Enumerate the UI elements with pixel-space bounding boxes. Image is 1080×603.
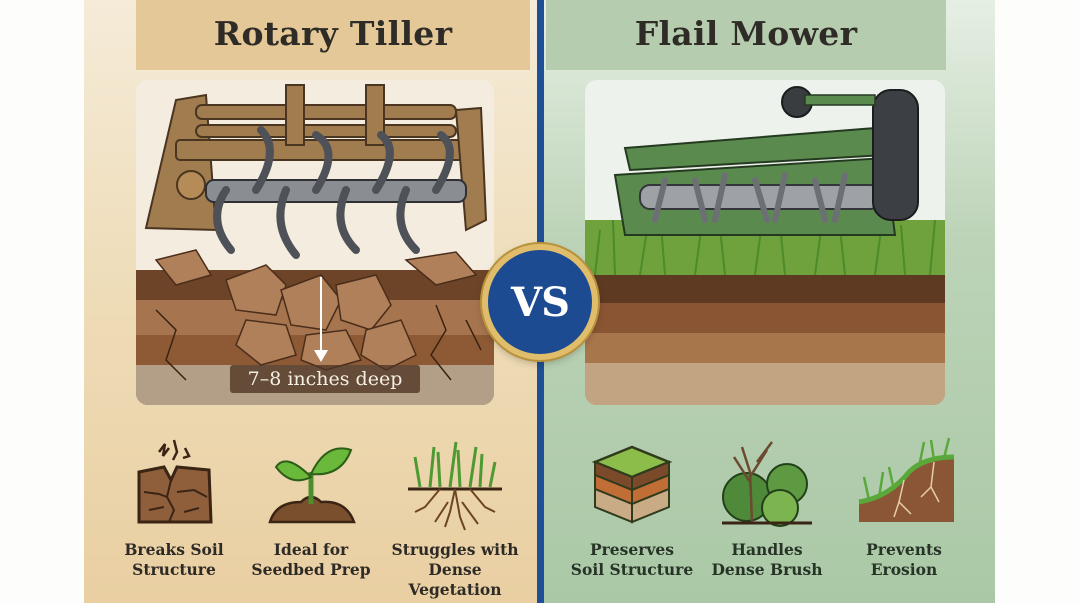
brush-icon [722, 441, 812, 527]
depth-arrow-icon [314, 350, 328, 362]
feature-breaks-soil: Breaks Soil Structure [104, 432, 244, 592]
flail-mower-title-band: Flail Mower [546, 0, 946, 70]
grass-roots-icon [408, 441, 502, 531]
feature-label: Handles Dense Brush [711, 540, 823, 579]
feature-label: Preserves Soil Structure [570, 540, 694, 579]
feature-label: Struggles with Dense Vegetation [391, 540, 519, 599]
rotary-tiller-title-band: Rotary Tiller [136, 0, 530, 70]
depth-label: 7–8 inches deep [230, 365, 420, 393]
feature-label: Ideal for Seedbed Prep [251, 540, 371, 579]
feature-dense-brush: Handles Dense Brush [697, 432, 837, 592]
feature-label: Prevents Erosion [866, 540, 942, 579]
feature-prevents-erosion: Prevents Erosion [834, 432, 974, 592]
feature-label: Breaks Soil Structure [124, 540, 224, 579]
vs-label: VS [511, 278, 570, 326]
soil-layers-icon [591, 445, 673, 524]
feature-preserves-soil: Preserves Soil Structure [562, 432, 702, 592]
depth-arrow-shaft [320, 277, 322, 355]
seedling-icon [268, 447, 356, 524]
feature-dense-vegetation: Struggles with Dense Vegetation [385, 432, 525, 599]
cracked-soil-icon [137, 439, 213, 524]
rotary-tiller-title: Rotary Tiller [213, 13, 453, 53]
erosion-slope-icon [858, 437, 955, 522]
vs-badge: VS [482, 244, 598, 360]
feature-seedbed-prep: Ideal for Seedbed Prep [241, 432, 381, 592]
flail-mower-title: Flail Mower [634, 13, 858, 53]
flail-mower-illustration [585, 80, 945, 405]
